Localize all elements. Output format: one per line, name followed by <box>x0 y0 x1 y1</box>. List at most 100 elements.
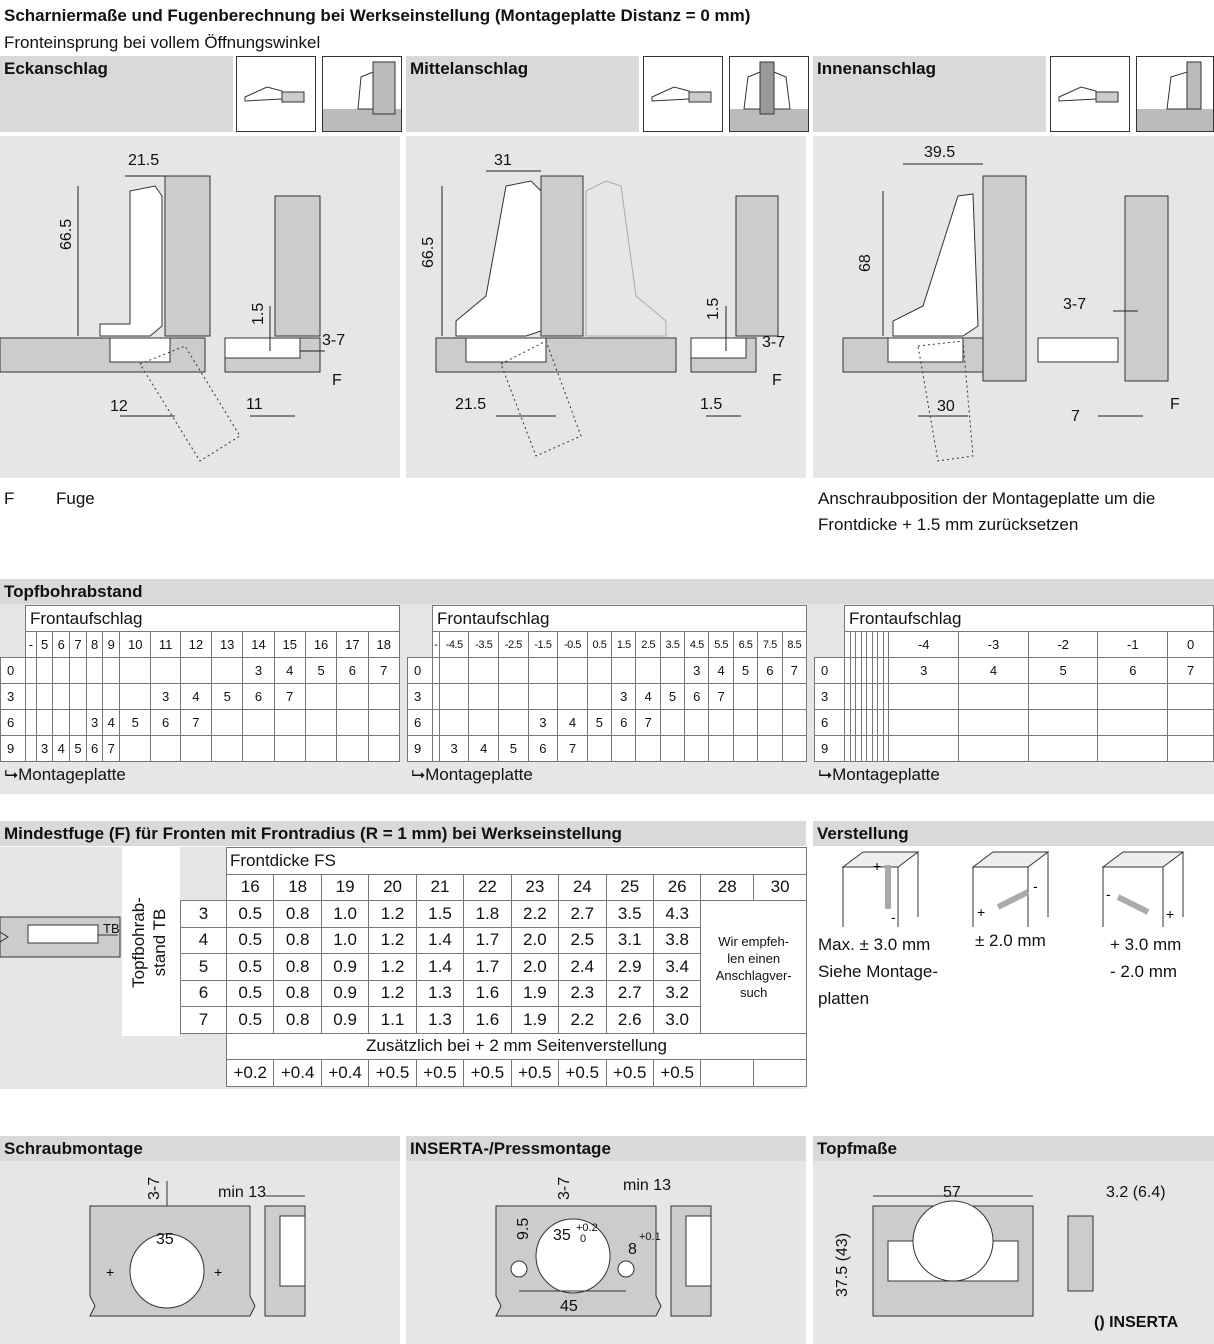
extra-cell: +0.5 <box>558 1059 607 1087</box>
tb-label: TB <box>103 921 120 936</box>
table-cell <box>958 683 1029 710</box>
table-cell: 3.2 <box>652 979 702 1007</box>
row-label: 9 <box>814 735 845 762</box>
table-cell <box>498 657 529 684</box>
table-cell: 2.6 <box>605 1006 654 1034</box>
table-cell <box>25 657 37 684</box>
frontaufschlag-label: Frontaufschlag <box>25 605 400 632</box>
table-cell <box>586 683 613 710</box>
table-cell: 1.1 <box>368 1006 417 1034</box>
table-cell <box>781 683 807 710</box>
table-cell <box>432 735 440 762</box>
legend-symbol: F <box>4 489 15 508</box>
table-cell: 4 <box>468 735 500 762</box>
extra-cell: +0.4 <box>273 1059 322 1087</box>
row-label: 3 <box>814 683 845 710</box>
table-cell: 2.0 <box>510 926 560 954</box>
table-cell <box>757 709 783 736</box>
table-cell <box>85 683 104 710</box>
table-cell: 2.0 <box>510 953 560 981</box>
table-cell: 1.6 <box>463 1006 512 1034</box>
svg-text:+: + <box>1166 906 1174 922</box>
table-cell: 6 <box>684 683 710 710</box>
column-header: - <box>432 631 440 658</box>
table-cell <box>150 735 181 762</box>
column-header: 15 <box>273 631 306 658</box>
svg-text:+: + <box>873 858 881 874</box>
table-cell: 1.8 <box>463 900 512 928</box>
row-label: 3 <box>407 683 433 710</box>
inserta-spacing: 45 <box>560 1298 578 1315</box>
table-cell <box>85 657 104 684</box>
column-header: 1.5 <box>611 631 637 658</box>
table-cell <box>211 735 244 762</box>
table-cell: 2.2 <box>558 1006 607 1034</box>
mittelanschlag-diagram <box>406 136 806 478</box>
table-cell <box>732 709 759 736</box>
table-cell <box>367 735 401 762</box>
table-cell <box>1167 735 1214 762</box>
table-cell <box>888 735 960 762</box>
hinge-front-icon <box>1136 56 1214 132</box>
verstellung-col-2: ± 2.0 mm <box>975 931 1046 950</box>
table-cell <box>1167 683 1214 710</box>
column-header: 5 <box>35 631 54 658</box>
legend-text: Fuge <box>56 489 95 508</box>
table-cell: 3 <box>150 683 181 710</box>
inserta-min: min 13 <box>623 1177 672 1194</box>
table-cell: 5 <box>1027 657 1099 684</box>
column-header: 0.5 <box>586 631 613 658</box>
column-header: 11 <box>150 631 181 658</box>
column-header: 10 <box>119 631 152 658</box>
dim-f: F <box>772 372 782 389</box>
table-cell <box>35 683 54 710</box>
table-cell <box>635 735 661 762</box>
table-cell: 1.2 <box>368 953 417 981</box>
verstellung-text: Max. ± 3.0 mm <box>818 935 931 954</box>
table-cell <box>119 735 152 762</box>
column-header: -1 <box>1097 631 1169 658</box>
column-header: 26 <box>652 873 702 901</box>
table-cell <box>708 735 734 762</box>
hinge-side-icon <box>1050 56 1130 132</box>
table-cell: 7 <box>273 683 306 710</box>
topfmasse-header: Topfmaße <box>813 1136 1214 1161</box>
table-cell: 3.8 <box>652 926 702 954</box>
table-cell <box>367 683 401 710</box>
table-cell: 3.5 <box>605 900 654 928</box>
table-cell <box>732 735 759 762</box>
table-cell: 7 <box>557 735 588 762</box>
row-label: 0 <box>407 657 433 684</box>
column-header: 6 <box>52 631 71 658</box>
table-cell: 6 <box>1097 657 1169 684</box>
column-header: 16 <box>304 631 338 658</box>
tb-vertical-cell <box>122 847 180 1036</box>
table-cell <box>557 657 588 684</box>
table-cell <box>119 657 152 684</box>
column-header: -0.5 <box>557 631 588 658</box>
dim-gap: 3-7 <box>762 334 786 351</box>
row-label: 9 <box>0 735 26 762</box>
table-cell <box>757 735 783 762</box>
table-cell: 4 <box>958 657 1029 684</box>
verstellung-text: platten <box>818 989 870 1008</box>
column-header: 18 <box>273 873 322 901</box>
table-cell: 4 <box>179 683 213 710</box>
dim-bottom: 11 <box>246 396 263 413</box>
tb-row-label: 4 <box>180 926 227 954</box>
table-cell: 7 <box>102 735 121 762</box>
table-cell <box>52 683 71 710</box>
table-cell: 3 <box>35 735 54 762</box>
table-cell <box>336 683 369 710</box>
table-cell: 5 <box>119 709 152 736</box>
table-cell <box>1027 735 1099 762</box>
table-cell: 3 <box>85 709 104 736</box>
table-cell <box>304 735 338 762</box>
